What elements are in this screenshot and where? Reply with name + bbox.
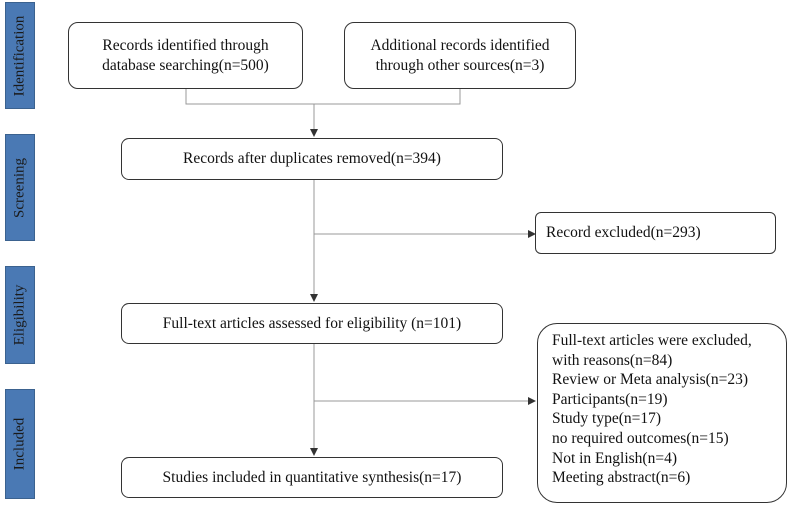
other-sources-line-1: Additional records identified	[370, 36, 550, 54]
box-other-sources: Additional records identified through ot…	[344, 22, 576, 89]
fulltext-excluded-line-1: Full-text articles were excluded,	[552, 332, 752, 349]
after-duplicates-text: Records after duplicates removed(n=394)	[183, 150, 441, 167]
fulltext-excluded-line-7: Not in English(n=4)	[552, 449, 677, 467]
fulltext-excluded-line-2: with reasons(n=84)	[552, 351, 673, 369]
box-database-records: Records identified through database sear…	[68, 22, 303, 89]
box-after-duplicates: Records after duplicates removed(n=394)	[121, 138, 503, 180]
studies-included-text: Studies included in quantitative synthes…	[162, 468, 462, 486]
phase-eligibility: Eligibility	[5, 266, 35, 364]
box-records-excluded: Record excluded(n=293)	[535, 212, 776, 254]
database-records-line-1: Records identified through	[102, 36, 269, 54]
box-fulltext-excluded: Full-text articles were excluded, with r…	[537, 323, 787, 503]
merge-connector	[185, 89, 461, 105]
fulltext-assessed-text: Full-text articles assessed for eligibil…	[162, 314, 462, 332]
other-sources-line-2: through other sources(n=3)	[375, 56, 545, 74]
box-studies-included: Studies included in quantitative synthes…	[121, 457, 503, 498]
database-records-line-2: database searching(n=500)	[102, 56, 269, 74]
fulltext-excluded-line-6: no required outcomes(n=15)	[552, 429, 729, 447]
fulltext-excluded-line-4: Participants(n=19)	[552, 390, 668, 408]
phase-included: Included	[5, 389, 35, 499]
phase-screening: Screening	[5, 134, 35, 241]
records-excluded-text: Record excluded(n=293)	[546, 224, 701, 241]
box-fulltext-assessed: Full-text articles assessed for eligibil…	[121, 303, 503, 344]
phase-identification: Identification	[5, 2, 35, 109]
fulltext-excluded-line-5: Study type(n=17)	[552, 410, 662, 428]
fulltext-excluded-line-3: Review or Meta analysis(n=23)	[552, 371, 748, 389]
fulltext-excluded-line-8: Meeting abstract(n=6)	[552, 469, 691, 487]
